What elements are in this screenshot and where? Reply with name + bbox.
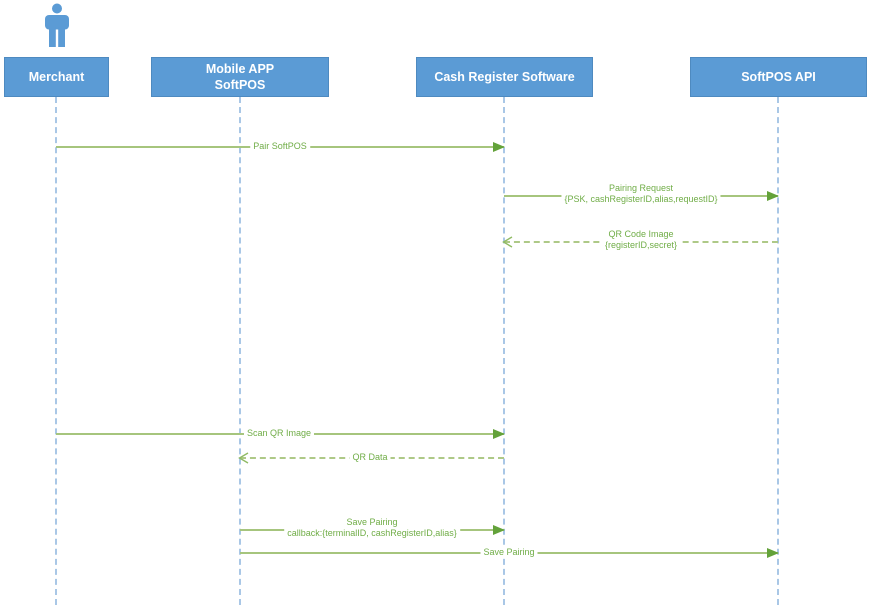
message-sublabel-text: {PSK, cashRegisterID,alias,requestID} <box>564 194 718 204</box>
message-label-text: Pairing Request <box>608 183 674 193</box>
participant-softpos-api: SoftPOS API <box>690 57 867 97</box>
lifeline-merchant <box>55 97 57 605</box>
message-label: QR Code Image {registerID,secret} <box>601 229 681 251</box>
message-label-text: Save Pairing <box>483 547 535 557</box>
message-label: Scan QR Image <box>243 428 315 439</box>
participant-cash-register-software: Cash Register Software <box>416 57 593 97</box>
message-sublabel-text: {registerID,secret} <box>604 240 678 250</box>
participant-label: Cash Register Software <box>434 70 575 84</box>
message-pair-softpos: Pair SoftPOS <box>56 141 505 152</box>
message-label: Pairing Request {PSK, cashRegisterID,ali… <box>561 183 721 205</box>
participant-label: Merchant <box>28 70 85 84</box>
arrowhead-right-icon <box>493 525 505 535</box>
message-scan-qr-image: Scan QR Image <box>56 428 505 439</box>
lifeline-softpos-api <box>777 97 779 605</box>
lifeline-mobile-app-softpos <box>239 97 241 605</box>
message-label-text: QR Data <box>352 452 388 462</box>
message-label-text: Pair SoftPOS <box>253 141 307 151</box>
arrowhead-right-icon <box>493 142 505 152</box>
message-label-text: Scan QR Image <box>246 428 312 438</box>
message-label: Pair SoftPOS <box>250 141 310 152</box>
participant-label-line2: SoftPOS <box>214 78 266 92</box>
message-pairing-request: Pairing Request {PSK, cashRegisterID,ali… <box>504 183 779 205</box>
person-actor-icon <box>45 3 69 47</box>
message-qr-data: QR Data <box>238 452 504 464</box>
arrowhead-open-left-icon <box>502 236 513 248</box>
message-qr-code-image: QR Code Image {registerID,secret} <box>502 229 778 251</box>
message-label: QR Data <box>349 452 391 463</box>
participant-merchant: Merchant <box>4 57 109 97</box>
message-save-pairing-callback: Save Pairing callback:{terminalID, cashR… <box>240 517 505 539</box>
arrowhead-right-icon <box>767 191 779 201</box>
lifeline-cash-register-software <box>503 97 505 605</box>
message-label: Save Pairing <box>480 547 538 558</box>
participant-mobile-app-softpos: Mobile APP SoftPOS <box>151 57 329 97</box>
message-save-pairing-api: Save Pairing <box>240 547 779 558</box>
message-sublabel-text: callback:{terminalID, cashRegisterID,ali… <box>287 528 457 538</box>
arrowhead-right-icon <box>493 429 505 439</box>
participant-label: SoftPOS API <box>741 70 816 84</box>
message-label-text: Save Pairing <box>346 517 398 527</box>
message-label-text: QR Code Image <box>608 229 674 239</box>
arrowhead-right-icon <box>767 548 779 558</box>
arrowhead-open-left-icon <box>238 452 249 464</box>
message-label: Save Pairing callback:{terminalID, cashR… <box>284 517 460 539</box>
participant-label: Mobile APP <box>205 62 275 76</box>
